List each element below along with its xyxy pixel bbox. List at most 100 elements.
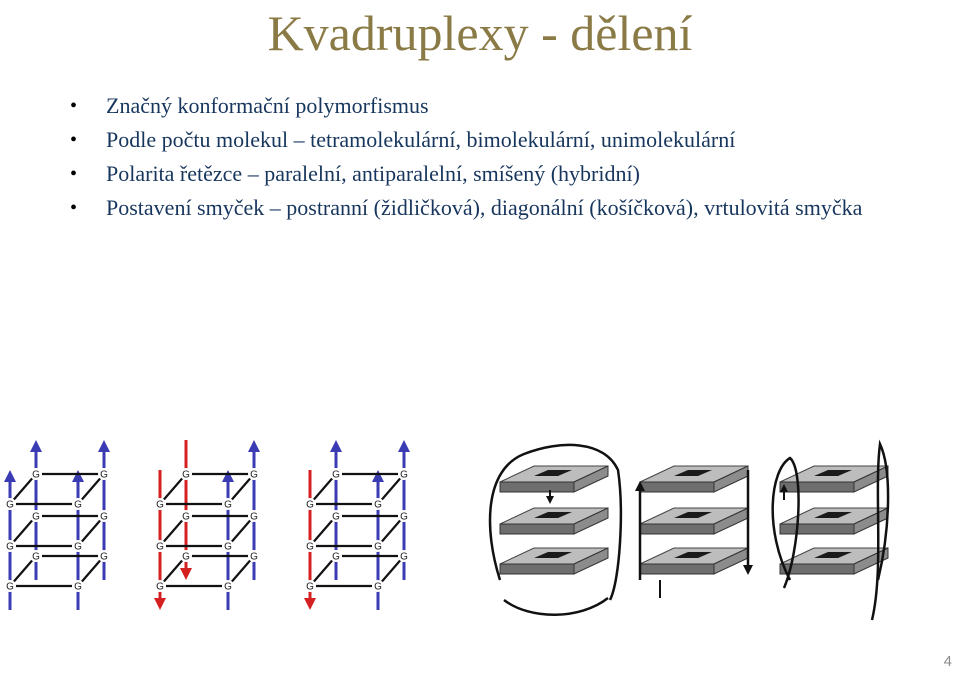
guanine-node <box>222 498 234 510</box>
guanine-node <box>30 550 42 562</box>
guanine-label: G <box>32 552 40 563</box>
guanine-node <box>4 498 16 510</box>
guanine-label: G <box>306 542 314 553</box>
guanine-node <box>154 498 166 510</box>
guanine-label: G <box>182 470 190 481</box>
guanine-label: G <box>6 500 14 511</box>
hoogsteen-bond <box>309 515 337 547</box>
guanine-node <box>248 468 260 480</box>
quartet-plate <box>639 507 749 535</box>
quartet-plate <box>639 465 749 493</box>
guanine-label: G <box>100 552 108 563</box>
guanine-node <box>98 468 110 480</box>
hoogsteen-bond <box>227 473 255 505</box>
guanine-node <box>372 540 384 552</box>
bullet-text: Polarita řetězce – paralelní, antiparale… <box>106 161 640 186</box>
hoogsteen-bond <box>159 473 187 505</box>
guanine-node <box>330 510 342 522</box>
bullet-list: • Značný konformační polymorfismus • Podle… <box>70 92 930 228</box>
guanine-label: G <box>6 542 14 553</box>
bullet-glyph: • <box>70 129 78 151</box>
hoogsteen-bond <box>227 555 255 587</box>
hoogsteen-bond <box>159 555 187 587</box>
guanine-label: G <box>224 542 232 553</box>
bullet-glyph: • <box>70 163 78 185</box>
guanine-node <box>304 580 316 592</box>
bullet-text: Značný konformační polymorfismus <box>106 93 429 118</box>
bullet-text: Podle počtu molekul – tetramolekulární, … <box>106 127 736 152</box>
quartet-plate <box>639 547 749 575</box>
hoogsteen-bond <box>377 473 405 505</box>
hoogsteen-bond <box>9 515 37 547</box>
guanine-node <box>330 550 342 562</box>
lateral-loop <box>503 597 609 616</box>
hoogsteen-bond <box>309 555 337 587</box>
guanine-label: G <box>32 470 40 481</box>
guanine-label: G <box>332 470 340 481</box>
loop-topology-models <box>488 439 890 621</box>
guanine-node <box>72 498 84 510</box>
guanine-label: G <box>32 512 40 523</box>
bullet-glyph: • <box>70 95 78 117</box>
guanine-label: G <box>74 500 82 511</box>
guanine-node <box>248 550 260 562</box>
guanine-label: G <box>100 512 108 523</box>
hoogsteen-bond <box>77 473 105 505</box>
guanine-label: G <box>332 552 340 563</box>
guanine-node <box>180 550 192 562</box>
guanine-label: G <box>156 500 164 511</box>
guanine-node <box>304 498 316 510</box>
guanine-label: G <box>224 582 232 593</box>
quartet-plate <box>779 465 889 493</box>
hoogsteen-bond <box>377 515 405 547</box>
guanine-label: G <box>400 552 408 563</box>
guanine-node <box>4 580 16 592</box>
guanine-node <box>222 540 234 552</box>
guanine-label: G <box>156 582 164 593</box>
hoogsteen-bond <box>9 473 37 505</box>
guanine-node <box>330 468 342 480</box>
slide-title: Kvadruplexy - dělení <box>267 5 693 61</box>
guanine-label: G <box>374 500 382 511</box>
guanine-label: G <box>400 512 408 523</box>
bullet-item: • Polarita řetězce – paralelní, antiparal… <box>70 160 930 188</box>
guanine-node <box>372 580 384 592</box>
guanine-node <box>398 468 410 480</box>
bullet-glyph: • <box>70 197 78 219</box>
guanine-node <box>30 510 42 522</box>
guanine-node <box>398 510 410 522</box>
guanine-node <box>398 550 410 562</box>
hoogsteen-bond <box>9 555 37 587</box>
guanine-label: G <box>74 582 82 593</box>
guanine-label: G <box>250 512 258 523</box>
bullet-text: Postavení smyček – postranní (židličková… <box>106 195 863 220</box>
guanine-label: G <box>182 512 190 523</box>
guanine-node <box>372 498 384 510</box>
quartet-plate <box>499 547 609 575</box>
loop-model-basket <box>488 443 623 616</box>
guanine-label: G <box>332 512 340 523</box>
guanine-label: G <box>306 582 314 593</box>
diagonal-loop <box>488 443 623 601</box>
hoogsteen-bond <box>227 515 255 547</box>
guanine-label: G <box>156 542 164 553</box>
guanine-label: G <box>374 542 382 553</box>
hoogsteen-bond <box>77 515 105 547</box>
bullet-item: • Podle počtu molekul – tetramolekulární,… <box>70 126 930 154</box>
page-number: 4 <box>943 653 952 670</box>
hoogsteen-bond <box>309 473 337 505</box>
guanine-node <box>180 510 192 522</box>
guanine-node <box>248 510 260 522</box>
guanine-label: G <box>224 500 232 511</box>
guanine-label: G <box>400 470 408 481</box>
guanine-label: G <box>182 552 190 563</box>
guanine-node <box>72 540 84 552</box>
bullet-item: • Postavení smyček – postranní (židličkov… <box>70 194 930 222</box>
guanine-node <box>4 540 16 552</box>
guanine-node <box>98 550 110 562</box>
